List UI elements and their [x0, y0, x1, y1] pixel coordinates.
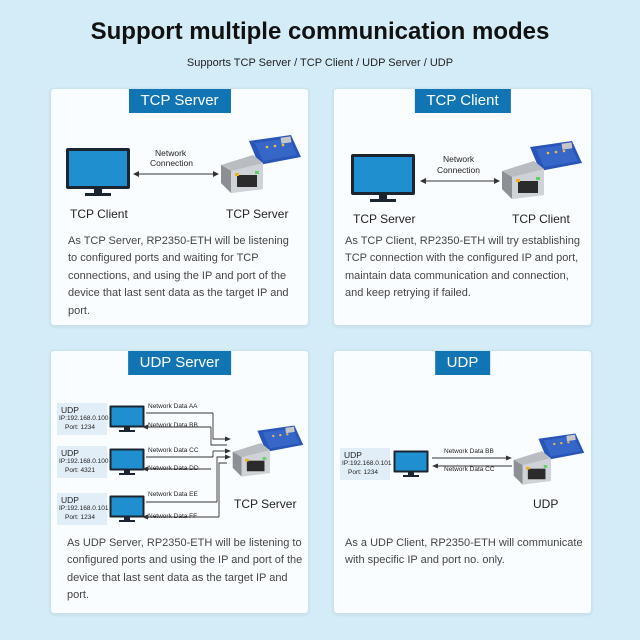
- card-udp-server: UDP Server UDP IP:192.168.0.100 Port: 12…: [50, 350, 309, 614]
- link-label-1: Network: [443, 154, 474, 164]
- page-title: Support multiple communication modes: [0, 18, 640, 46]
- bidirectional-arrow-icon: [133, 169, 219, 179]
- right-device-label: TCP Server: [226, 207, 288, 221]
- monitor-icon: [393, 450, 429, 478]
- card-tcp-client: TCP Client Network Connection TCP Server…: [333, 88, 592, 326]
- routing-arrows: [430, 455, 514, 469]
- link-label-2: Connection: [150, 158, 193, 168]
- udp-client-ip: IP:192.168.0.101: [342, 460, 392, 468]
- description: As TCP Server, RP2350-ETH will be listen…: [68, 233, 300, 320]
- bidirectional-arrow-icon: [420, 176, 500, 186]
- rp2350-eth-board-icon: [512, 431, 586, 487]
- link-label-1: Network: [155, 148, 186, 158]
- rp2350-eth-board-icon: [500, 139, 584, 201]
- udp-client-port: Port: 1234: [348, 469, 378, 477]
- monitor-icon: [350, 153, 416, 203]
- monitor-icon: [65, 147, 131, 197]
- right-device-label: UDP: [533, 497, 558, 511]
- rp2350-eth-board-icon: [231, 423, 305, 479]
- description: As UDP Server, RP2350-ETH will be listen…: [67, 535, 303, 605]
- left-device-label: TCP Client: [70, 207, 128, 221]
- right-device-label: TCP Client: [512, 212, 570, 226]
- udp-client-name: UDP: [344, 450, 362, 460]
- left-device-label: TCP Server: [353, 212, 415, 226]
- tag-tcp-client: TCP Client: [414, 89, 510, 113]
- tag-tcp-server: TCP Server: [128, 89, 230, 113]
- tag-udp: UDP: [435, 351, 491, 375]
- description: As a UDP Client, RP2350-ETH will communi…: [345, 535, 589, 570]
- page-subtitle: Supports TCP Server / TCP Client / UDP S…: [0, 57, 640, 69]
- rp2350-eth-board-icon: [219, 133, 303, 195]
- description: As TCP Client, RP2350-ETH will try estab…: [345, 233, 589, 303]
- card-tcp-server: TCP Server Network Connection TCP Client…: [50, 88, 309, 326]
- link-label-2: Connection: [437, 165, 480, 175]
- card-udp: UDP UDP IP:192.168.0.101 Port: 1234 Netw…: [333, 350, 592, 614]
- right-device-label: TCP Server: [234, 497, 296, 511]
